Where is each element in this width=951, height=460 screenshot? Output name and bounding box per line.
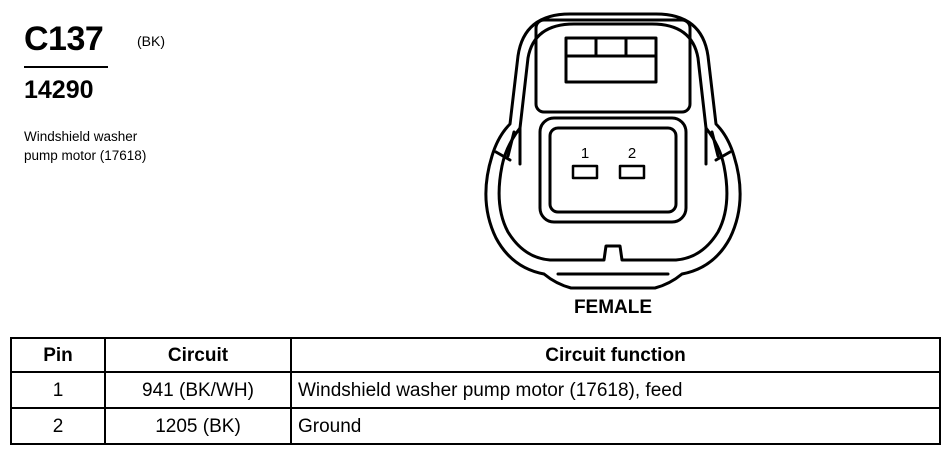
connector-face-diagram: 1 2 bbox=[484, 12, 742, 290]
connector-id-divider bbox=[24, 66, 108, 68]
terminal-cavity-inner bbox=[548, 126, 678, 214]
header-pin: Pin bbox=[10, 337, 106, 373]
connector-description: Windshield washer pump motor (17618) bbox=[24, 127, 224, 165]
header-circuit-function: Circuit function bbox=[290, 337, 941, 373]
cell-circuit-function: Ground bbox=[290, 407, 941, 445]
connector-gender-label: FEMALE bbox=[573, 297, 653, 318]
latch-tab bbox=[564, 36, 658, 84]
connector-color-code: (BK) bbox=[137, 33, 165, 49]
housing-outer bbox=[484, 12, 742, 290]
terminal-cavity-outer bbox=[538, 116, 688, 224]
table-row: 1 941 (BK/WH) Windshield washer pump mot… bbox=[10, 371, 941, 409]
pin-table-header-row: Pin Circuit Circuit function bbox=[10, 337, 941, 373]
pin-2-label: 2 bbox=[628, 145, 636, 162]
cell-circuit: 1205 (BK) bbox=[104, 407, 292, 445]
description-line: Windshield washer bbox=[24, 129, 138, 144]
pin-1-label: 1 bbox=[581, 145, 589, 162]
housing-inner bbox=[497, 22, 729, 262]
pin-table: Pin Circuit Circuit function 1 941 (BK/W… bbox=[10, 337, 941, 445]
right-side-rib bbox=[704, 126, 732, 166]
cell-pin: 2 bbox=[10, 407, 106, 445]
description-line: pump motor (17618) bbox=[24, 148, 147, 163]
cell-circuit-function: Windshield washer pump motor (17618), fe… bbox=[290, 371, 941, 409]
part-number: 14290 bbox=[24, 76, 94, 104]
cell-circuit: 941 (BK/WH) bbox=[104, 371, 292, 409]
latch-frame bbox=[534, 18, 692, 114]
cell-pin: 1 bbox=[10, 371, 106, 409]
table-row: 2 1205 (BK) Ground bbox=[10, 407, 941, 445]
connector-id: C137 bbox=[24, 20, 104, 58]
header-circuit: Circuit bbox=[104, 337, 292, 373]
pin-1-terminal bbox=[571, 164, 599, 180]
left-side-rib bbox=[494, 126, 522, 166]
pin-2-terminal bbox=[618, 164, 646, 180]
